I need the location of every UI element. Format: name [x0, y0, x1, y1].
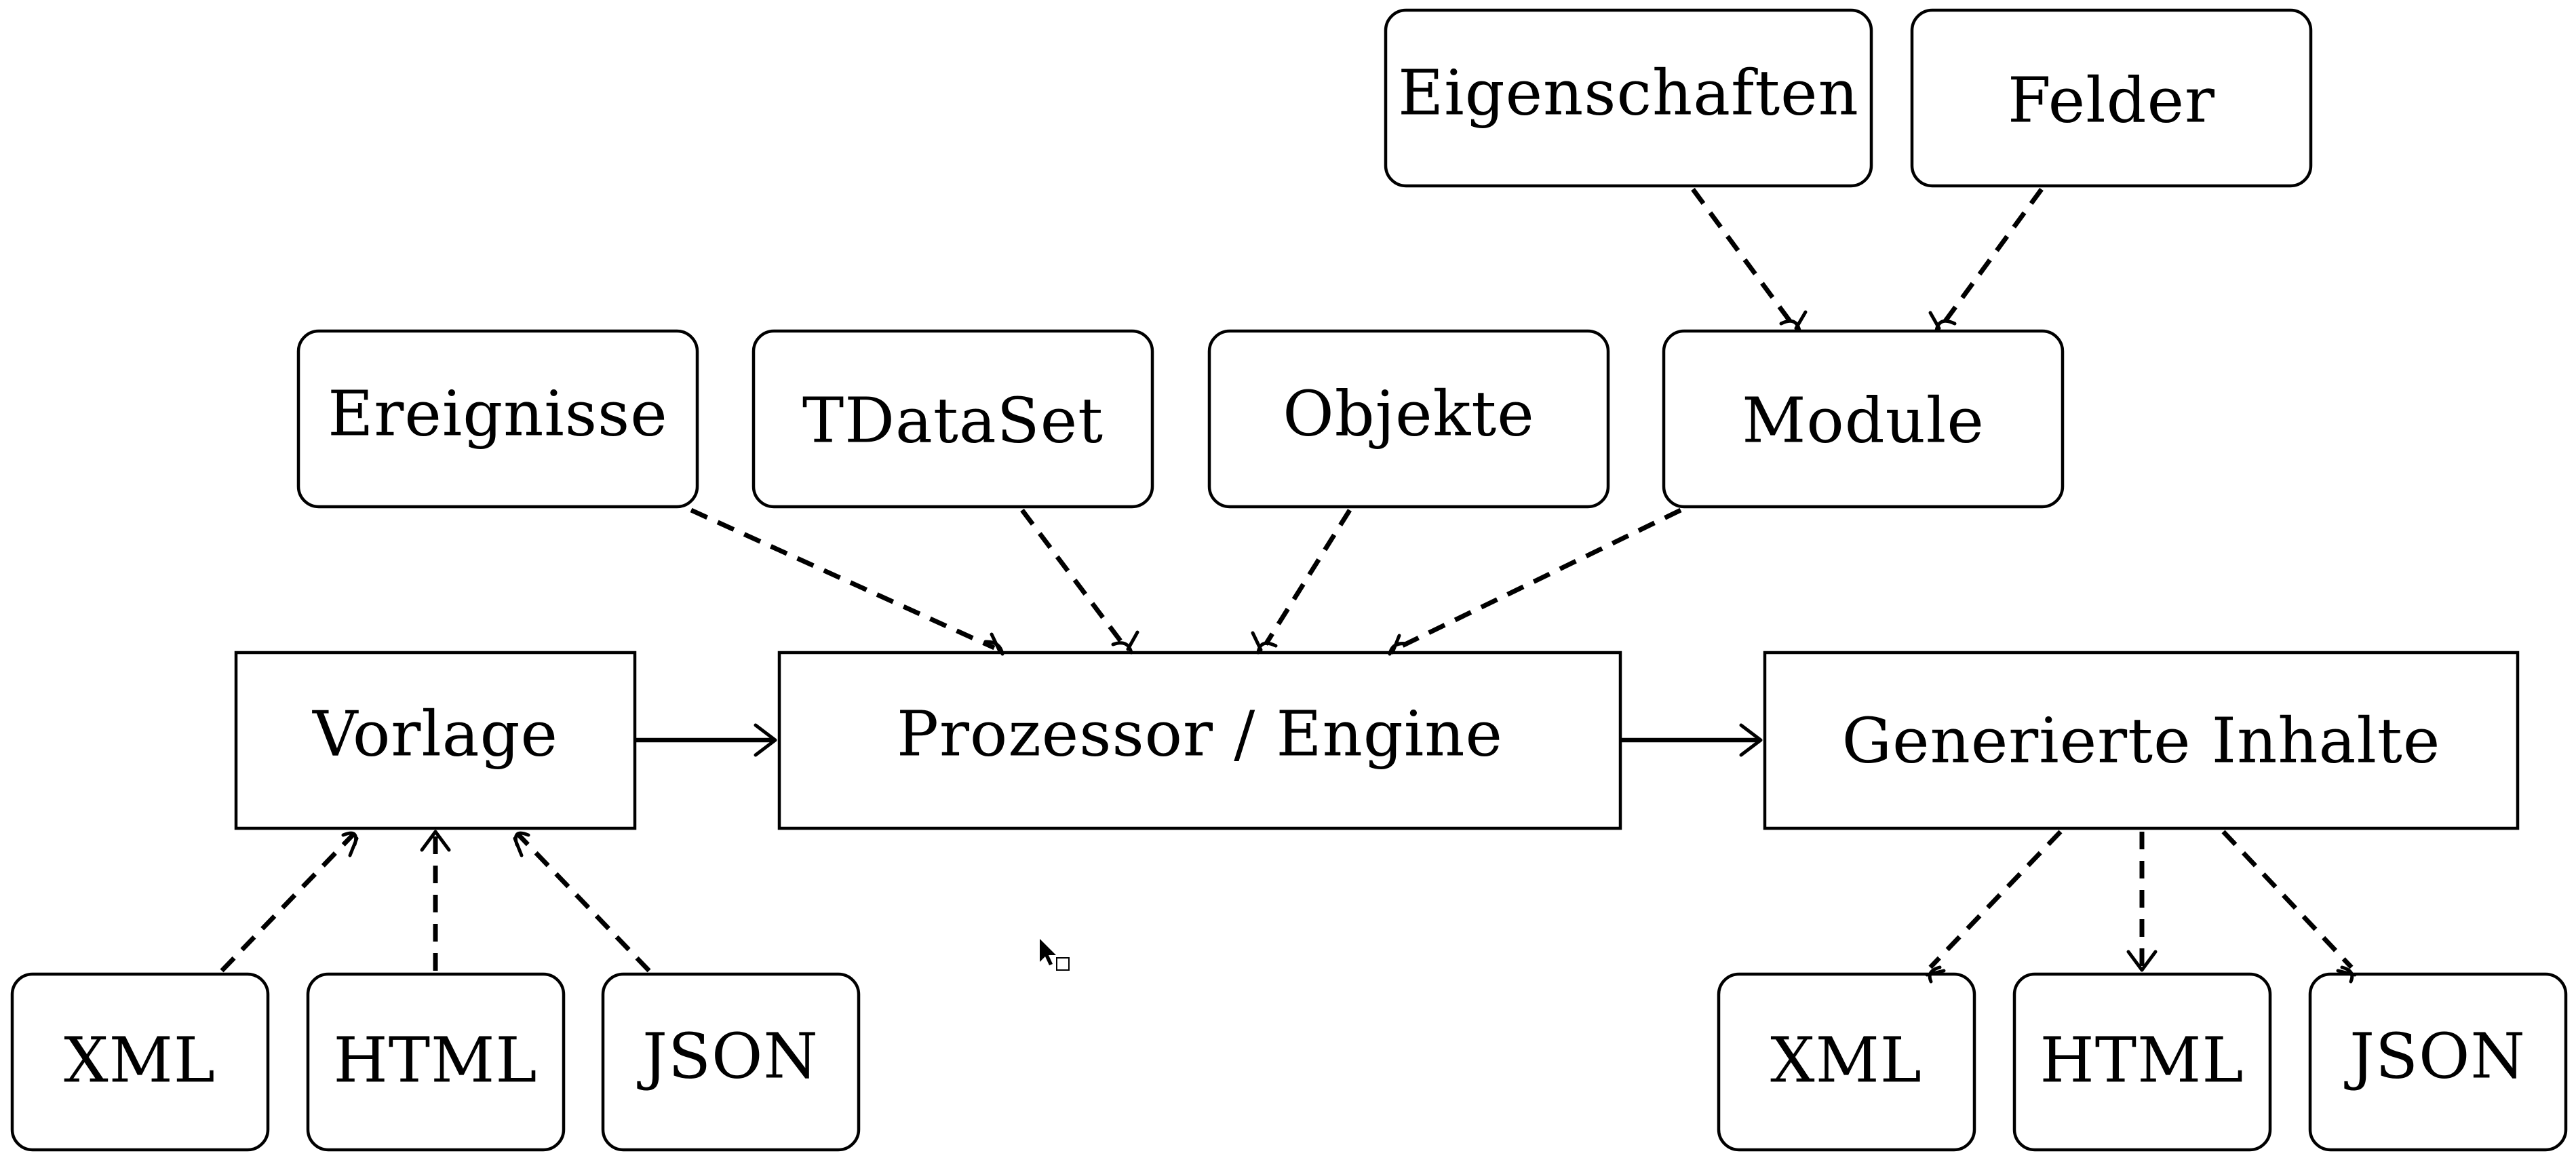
node-output-xml-label: XML	[1770, 1024, 1922, 1097]
node-input-json-label: JSON	[637, 1020, 819, 1093]
node-input-html-label: HTML	[334, 1024, 538, 1097]
node-output-html-label: HTML	[2040, 1024, 2244, 1097]
node-output-xml: XML	[1717, 972, 1976, 1152]
node-engine: Prozessor / Engine	[777, 651, 1622, 830]
edge-module-engine	[1388, 507, 1682, 656]
node-vorlage: Vorlage	[234, 651, 637, 830]
node-engine-label: Prozessor / Engine	[897, 698, 1503, 771]
node-objekte: Objekte	[1207, 329, 1610, 509]
node-input-json: JSON	[601, 972, 861, 1152]
node-module: Module	[1662, 329, 2065, 509]
edge-input-html-vorlage	[420, 830, 451, 971]
edge-input-xml-vorlage	[220, 831, 359, 973]
node-eigenschaften: Eigenschaften	[1384, 8, 1873, 188]
edge-felder-module	[1928, 187, 2044, 332]
node-input-xml-label: XML	[64, 1024, 216, 1097]
edge-eigenschaften-module	[1691, 187, 1808, 332]
mouse-cursor-icon	[1040, 939, 1070, 971]
node-felder: Felder	[1910, 8, 2313, 188]
node-ereignisse-label: Ereignisse	[328, 378, 667, 450]
node-output-json-label: JSON	[2344, 1020, 2526, 1093]
node-eigenschaften-label: Eigenschaften	[1398, 57, 1859, 130]
node-tdataset: TDataSet	[752, 329, 1154, 509]
node-output-html: HTML	[2012, 972, 2272, 1152]
edge-output-out-html	[2126, 832, 2158, 972]
node-tdataset-label: TDataSet	[802, 385, 1104, 457]
edge-engine-output	[1620, 723, 1763, 757]
node-output-json: JSON	[2308, 972, 2568, 1152]
edge-ereignisse-engine	[690, 507, 1004, 656]
node-objekte-label: Objekte	[1283, 378, 1534, 450]
edge-input-json-vorlage	[513, 831, 651, 973]
node-felder-label: Felder	[2008, 64, 2215, 137]
edge-objekte-engine	[1251, 509, 1352, 655]
node-input-xml: XML	[10, 972, 270, 1152]
node-module-label: Module	[1742, 385, 1985, 457]
node-vorlage-label: Vorlage	[312, 698, 558, 771]
node-ereignisse: Ereignisse	[296, 329, 699, 509]
node-input-html: HTML	[306, 972, 566, 1152]
edge-output-out-json	[2221, 830, 2357, 984]
node-output-label: Generierte Inhalte	[1842, 705, 2441, 777]
edge-tdataset-engine	[1020, 508, 1139, 655]
edge-output-out-xml	[1925, 830, 2063, 984]
edge-vorlage-engine	[635, 723, 777, 757]
node-output: Generierte Inhalte	[1763, 651, 2520, 830]
